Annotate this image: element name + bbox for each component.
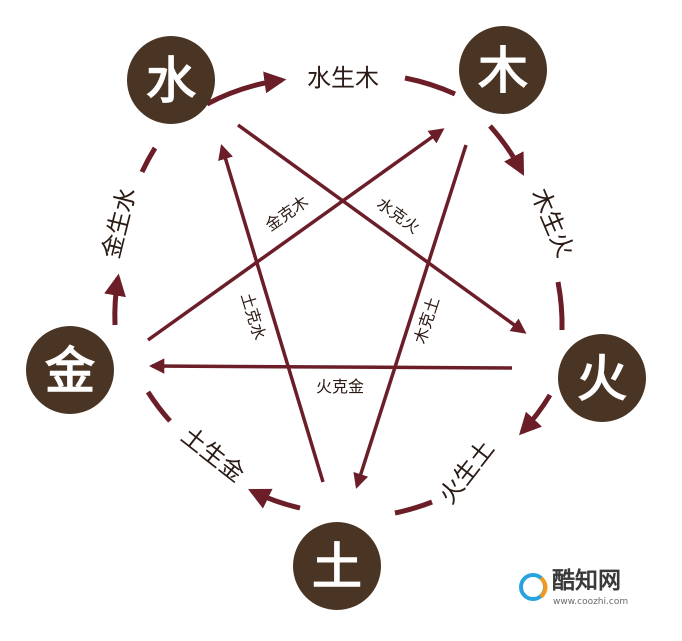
generating-cycle [104, 71, 565, 516]
node-wood-label: 木 [478, 41, 528, 100]
node-water-label: 水 [146, 51, 197, 110]
watermark-logo-accent [539, 576, 548, 599]
node-water-circle [127, 36, 215, 124]
node-metal-label: 金 [45, 341, 96, 400]
arrow-wood-overcomes-earth [353, 144, 468, 489]
label-fire-generates-earth: 火生土 [433, 435, 499, 509]
overcoming-star [146, 123, 527, 489]
node-earth: 土 [293, 522, 381, 610]
arc-fire-to-earth-tail [394, 499, 433, 516]
arc-metal-to-water [104, 273, 126, 326]
label-water-generates-wood: 水生木 [307, 64, 379, 92]
arc-earth-to-metal [248, 488, 301, 511]
arc-wood-to-fire-tail [555, 281, 565, 331]
node-fire-circle [558, 334, 646, 422]
arc-water-to-wood-tail [404, 75, 457, 97]
label-metal-generates-water: 金生水 [97, 185, 142, 262]
arc-earth-to-metal-tail [145, 390, 172, 423]
label-water-overcomes-fire: 水克火 [373, 194, 423, 238]
label-earth-overcomes-water: 土克水 [237, 291, 269, 342]
arrow-metal-overcomes-wood [146, 128, 445, 342]
node-fire: 火 [558, 334, 646, 422]
arc-metal-to-water-tail [139, 146, 158, 174]
watermark-brand: 酷知网 [552, 567, 621, 594]
arrow-fire-overcomes-metal [148, 358, 513, 374]
arrow-water-overcomes-fire [236, 123, 527, 334]
arc-fire-to-earth [518, 393, 553, 436]
node-earth-circle [293, 522, 381, 610]
label-wood-generates-fire: 木生火 [525, 184, 579, 261]
node-wood-circle [459, 26, 547, 114]
watermark: 酷知网 www.coozhi.com [519, 567, 628, 607]
arrow-earth-overcomes-water [218, 144, 325, 483]
node-metal: 金 [26, 326, 114, 414]
node-metal-circle [26, 326, 114, 414]
label-earth-generates-metal: 土生金 [176, 421, 250, 487]
node-earth-label: 土 [312, 537, 362, 596]
node-water: 水 [127, 36, 215, 124]
label-fire-overcomes-metal: 火克金 [316, 377, 364, 396]
node-fire-label: 火 [577, 349, 627, 408]
arc-water-to-wood [205, 71, 287, 107]
watermark-url: www.coozhi.com [553, 597, 628, 607]
node-wood: 木 [459, 26, 547, 114]
arc-wood-to-fire [488, 124, 525, 176]
